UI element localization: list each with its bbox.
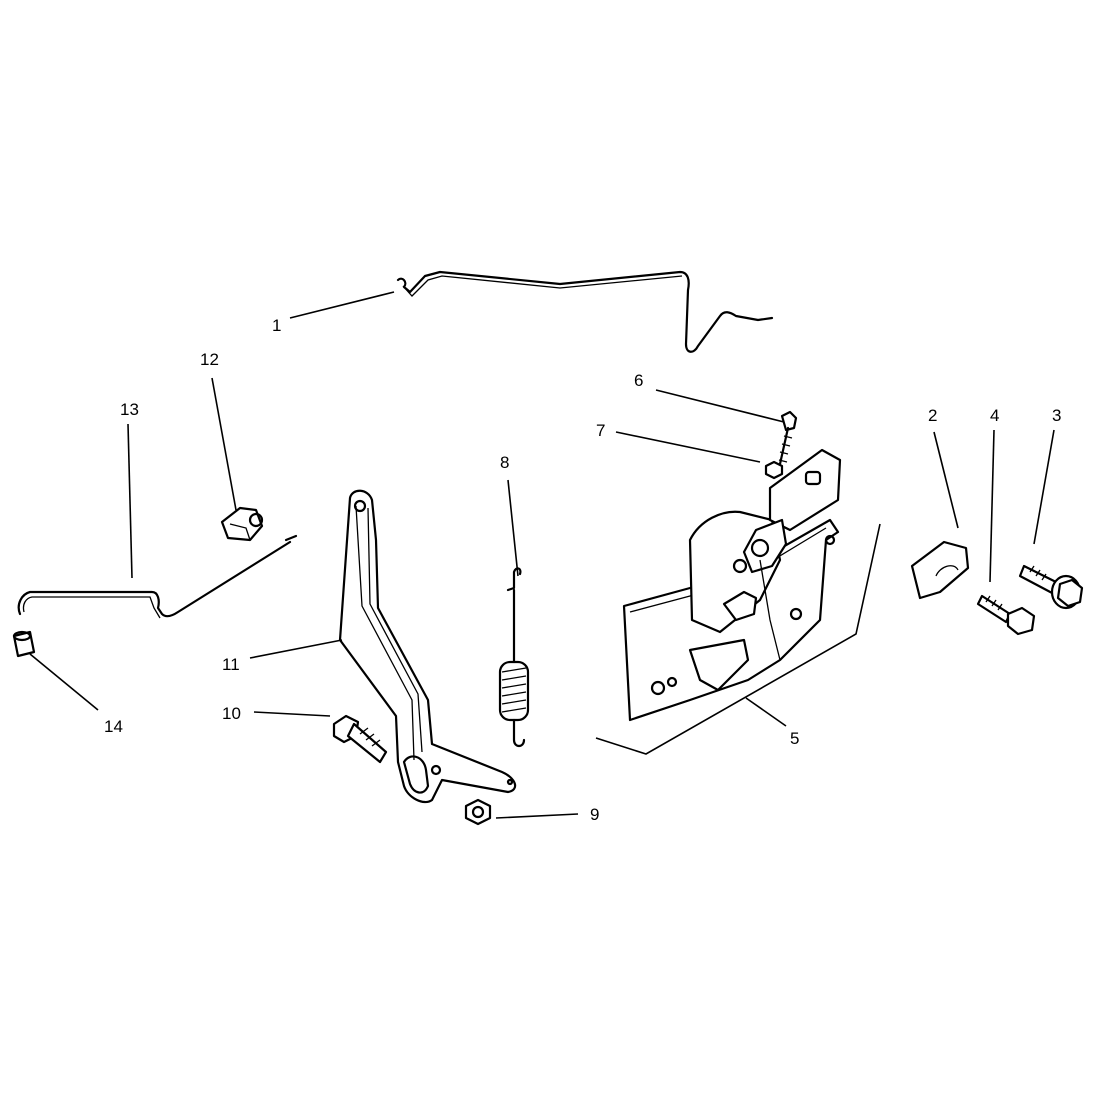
callout-5: 5 [790,729,799,748]
part-2-clip [910,540,970,600]
callout-7: 7 [596,421,605,440]
part-10-bolt [332,714,388,764]
callout-13: 13 [120,400,139,419]
callout-6: 6 [634,371,643,390]
callout-4: 4 [990,406,999,425]
callout-14: 14 [104,717,123,736]
callout-12: 12 [200,350,219,369]
callout-9: 9 [590,805,599,824]
callout-labels: 1 2 3 4 5 6 7 8 9 10 11 12 13 14 [104,316,1061,824]
callout-8: 8 [500,453,509,472]
callout-2: 2 [928,406,937,425]
callout-11: 11 [222,655,240,674]
callout-1: 1 [272,316,281,335]
part-12-clamp [220,506,264,542]
assembly-bracket [595,523,881,755]
part-7-nut [764,460,784,480]
part-9-nut [464,798,492,826]
part-3-flange-bolt [1018,564,1084,610]
part-8-spring [498,567,530,748]
part-11-control-lever [338,489,517,804]
part-1-link-rod [396,270,774,353]
callout-10: 10 [222,704,241,723]
part-5-control-assembly [622,448,842,722]
part-14-plug [12,630,36,658]
part-13-choke-rod [17,534,298,619]
leader-lines [29,291,1055,819]
callout-3: 3 [1052,406,1061,425]
part-6-screw [778,410,798,466]
part-4-bolt [976,594,1036,636]
